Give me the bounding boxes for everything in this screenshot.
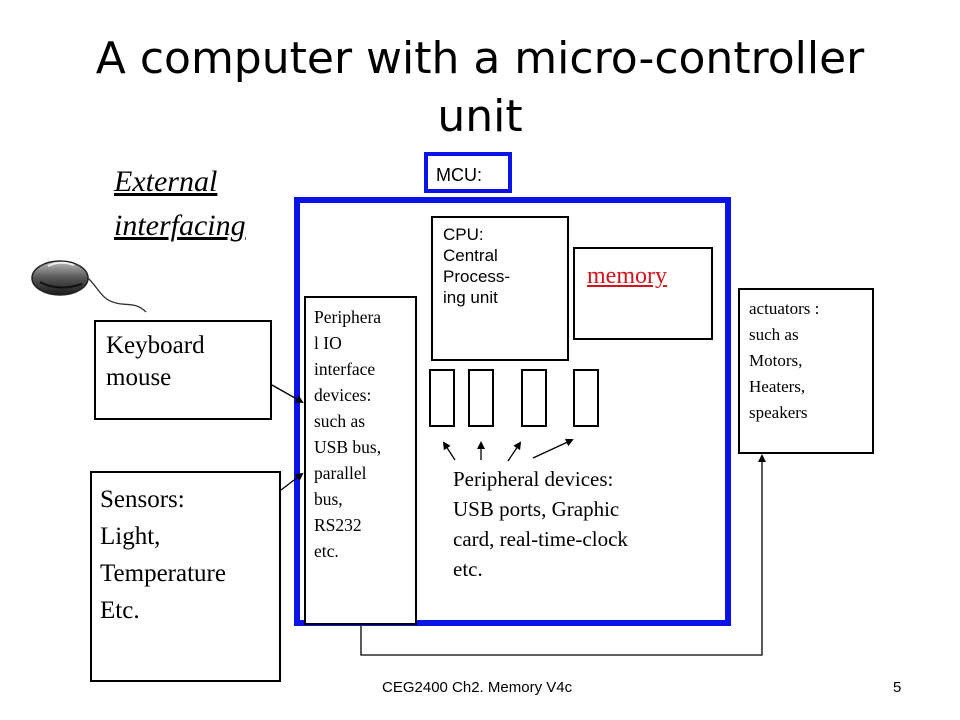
peripheral-devices-line: card, real-time-clock: [453, 527, 628, 551]
external-interfacing-label: External interfacing: [114, 165, 246, 242]
peripheral-io-box: Periphera l IO interface devices: such a…: [304, 296, 417, 625]
mcu-boundary: [294, 197, 731, 626]
cpu-line: CPU:: [443, 225, 484, 244]
actuators-line: such as: [749, 325, 799, 344]
actuators-line: actuators :: [749, 299, 820, 318]
footer-course: CEG2400 Ch2. Memory V4c: [382, 679, 573, 696]
peripheral-io-line: parallel: [314, 463, 367, 483]
cpu-line: Central: [443, 246, 498, 265]
peripheral-device-slot: [521, 369, 547, 427]
peripheral-devices-line: Peripheral devices:: [453, 467, 614, 491]
sensors-line: Sensors:: [100, 486, 185, 513]
peripheral-device-slot: [573, 369, 599, 427]
sensors-to-io-arrow: [280, 472, 304, 491]
sensors-line: Temperature: [100, 560, 226, 587]
peripheral-io-line: Periphera: [314, 307, 382, 327]
peripheral-io-line: bus,: [314, 489, 343, 509]
peripheral-io-line: etc.: [314, 541, 339, 561]
peripheral-io-line: USB bus,: [314, 437, 382, 457]
keyboard-to-io-arrow: [271, 384, 304, 403]
slot-pointer-arrow: [507, 441, 522, 462]
peripheral-io-line: interface: [314, 359, 376, 379]
peripheral-devices-line: etc.: [453, 557, 483, 581]
peripheral-io-line: l IO: [314, 333, 342, 353]
peripheral-device-slot: [468, 369, 494, 427]
actuators-line: Heaters,: [749, 377, 806, 396]
peripheral-devices-line: USB ports, Graphic: [453, 497, 620, 521]
keyboard-mouse-box: Keyboard mouse: [94, 320, 272, 420]
keyboard-line: Keyboard: [106, 332, 205, 359]
memory-label: memory: [587, 263, 667, 289]
mcu-label: MCU:: [424, 152, 512, 193]
keyboard-line: mouse: [106, 364, 172, 391]
slide-title: A computer with a micro-controller unit: [95, 33, 865, 142]
peripheral-io-line: such as: [314, 411, 366, 431]
sensors-box: Sensors: Light, Temperature Etc.: [90, 471, 281, 682]
actuators-line: speakers: [749, 403, 808, 422]
actuators-box: actuators : such as Motors, Heaters, spe…: [738, 288, 874, 454]
io-to-actuators-connector: [360, 454, 766, 656]
page-number: 5: [893, 679, 902, 696]
cpu-box: CPU: Central Process- ing unit: [431, 216, 569, 361]
sensors-line: Light,: [100, 523, 161, 550]
cpu-line: ing unit: [443, 288, 498, 307]
cpu-line: Process-: [443, 267, 511, 286]
peripheral-device-slot: [429, 369, 455, 427]
peripheral-devices-text: Peripheral devices: USB ports, Graphic c…: [453, 464, 723, 584]
slot-pointer-arrow: [532, 438, 574, 459]
slot-pointer-arrow: [442, 441, 456, 461]
peripheral-io-line: RS232: [314, 515, 362, 535]
mouse-cable: [87, 277, 147, 313]
memory-box: memory: [573, 247, 713, 340]
actuators-line: Motors,: [749, 351, 803, 370]
computer-mouse-icon: [28, 256, 98, 311]
sensors-line: Etc.: [100, 597, 140, 624]
peripheral-io-line: devices:: [314, 385, 372, 405]
